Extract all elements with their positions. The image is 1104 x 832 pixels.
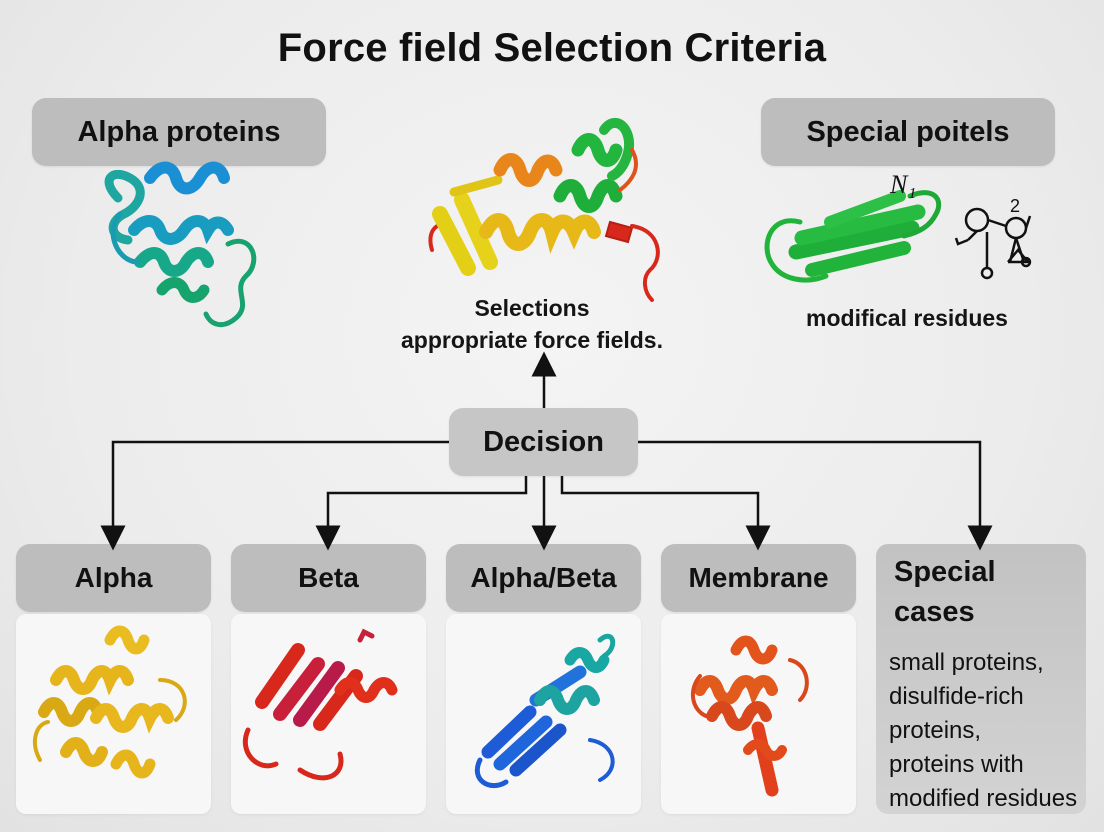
alpha-proteins-text: Alpha proteins bbox=[77, 115, 281, 148]
arrow-to-beta bbox=[315, 476, 528, 551]
category-membrane-label: Membrane bbox=[688, 562, 829, 593]
center-caption-line2: appropriate force fields. bbox=[400, 327, 663, 353]
special-label: Special poitels bbox=[761, 98, 1055, 166]
arrow-to-special bbox=[638, 440, 993, 551]
special-cases-title: Special cases bbox=[894, 552, 1074, 632]
special-cases-line: disulfide-rich bbox=[889, 683, 1024, 710]
category-beta-label: Beta bbox=[298, 562, 359, 593]
alpha-beta-category-structure bbox=[474, 633, 616, 789]
category-alpha-beta: Alpha/Beta bbox=[446, 544, 641, 612]
arrow-to-alpha bbox=[100, 440, 449, 551]
connector-arrows bbox=[100, 351, 993, 551]
special-cases-title-line1: Special bbox=[894, 556, 996, 588]
center-protein-structure bbox=[428, 117, 660, 302]
membrane-category-structure bbox=[690, 635, 809, 797]
special-cases-line: proteins with bbox=[889, 751, 1024, 778]
number-two-label: 2 bbox=[1010, 196, 1021, 216]
diagram-title: Force field Selection Criteria bbox=[277, 26, 827, 70]
beta-category-structure bbox=[242, 628, 398, 781]
special-cases-line: small proteins, bbox=[889, 649, 1044, 676]
special-cases-line: modified residues bbox=[889, 785, 1078, 812]
special-cases-title-line2: cases bbox=[894, 596, 975, 628]
modified-residue-sketch bbox=[954, 207, 1032, 280]
special-protein-structure bbox=[764, 190, 942, 283]
special-cases-box bbox=[876, 544, 1086, 814]
modified-residues-caption: modifical residues bbox=[806, 305, 1008, 331]
category-alpha-beta-label: Alpha/Beta bbox=[470, 562, 617, 593]
category-alpha-label: Alpha bbox=[74, 562, 153, 593]
category-alpha: Alpha bbox=[16, 544, 211, 612]
center-caption-line1: Selections bbox=[474, 295, 590, 321]
special-label-text: Special poitels bbox=[806, 115, 1010, 148]
center-caption: Selections appropriate force fields. bbox=[372, 292, 692, 356]
arrow-to-membrane bbox=[560, 476, 771, 551]
n1-label: N₁ bbox=[890, 170, 917, 199]
alpha-protein-structure bbox=[104, 161, 257, 328]
decision-label: Decision bbox=[483, 425, 604, 458]
alpha-category-structure bbox=[32, 625, 187, 779]
alpha-proteins-label: Alpha proteins bbox=[32, 98, 326, 166]
decision-node: Decision bbox=[449, 408, 638, 476]
special-cases-line: proteins, bbox=[889, 717, 982, 744]
special-cases-description: small proteins, disulfide-rich proteins,… bbox=[889, 646, 1104, 816]
category-beta: Beta bbox=[231, 544, 426, 612]
category-membrane: Membrane bbox=[661, 544, 856, 612]
